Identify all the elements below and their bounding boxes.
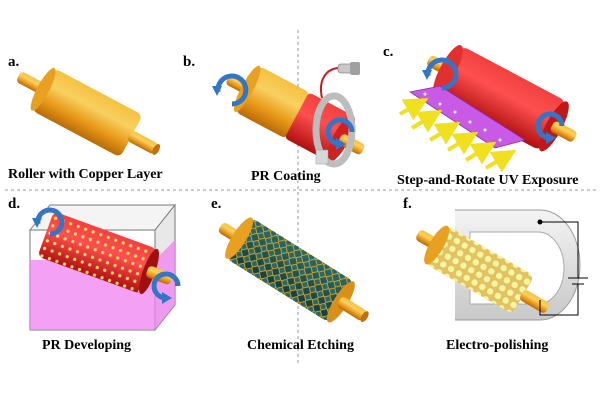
rotation-arrow-icon: [535, 111, 565, 144]
power-supply-battery-icon: [537, 219, 588, 316]
uv-light-arrow-icon: [399, 98, 517, 173]
caption-c: Step-and-Rotate UV Exposure: [397, 173, 579, 188]
rotation-arrow-icon: [212, 73, 249, 107]
panel-letter-a: a.: [8, 54, 20, 70]
roller-copper: [17, 67, 161, 156]
roller-polishing: [416, 225, 550, 313]
rotation-arrow-icon: [325, 117, 355, 150]
caption-b: PR Coating: [251, 169, 321, 184]
caption-e: Chemical Etching: [247, 338, 354, 353]
uv-photomask: [408, 85, 526, 149]
panel-letter-f: f.: [403, 196, 412, 212]
caption-a: Roller with Copper Layer: [8, 167, 163, 182]
rotation-arrow-icon: [422, 57, 459, 91]
caption-d: PR Developing: [42, 338, 132, 353]
panel-letter-c: c.: [383, 44, 394, 60]
rotation-arrow-icon: [32, 207, 65, 237]
panel-letter-d: d.: [8, 196, 21, 212]
panel-letter-e: e.: [211, 196, 222, 212]
panel-letter-b: b.: [183, 54, 196, 70]
roller-etched: [218, 217, 369, 323]
caption-f: Electro-polishing: [446, 338, 549, 353]
rotation-arrow-icon: [151, 271, 181, 304]
spray-nozzle-icon: [320, 62, 360, 99]
